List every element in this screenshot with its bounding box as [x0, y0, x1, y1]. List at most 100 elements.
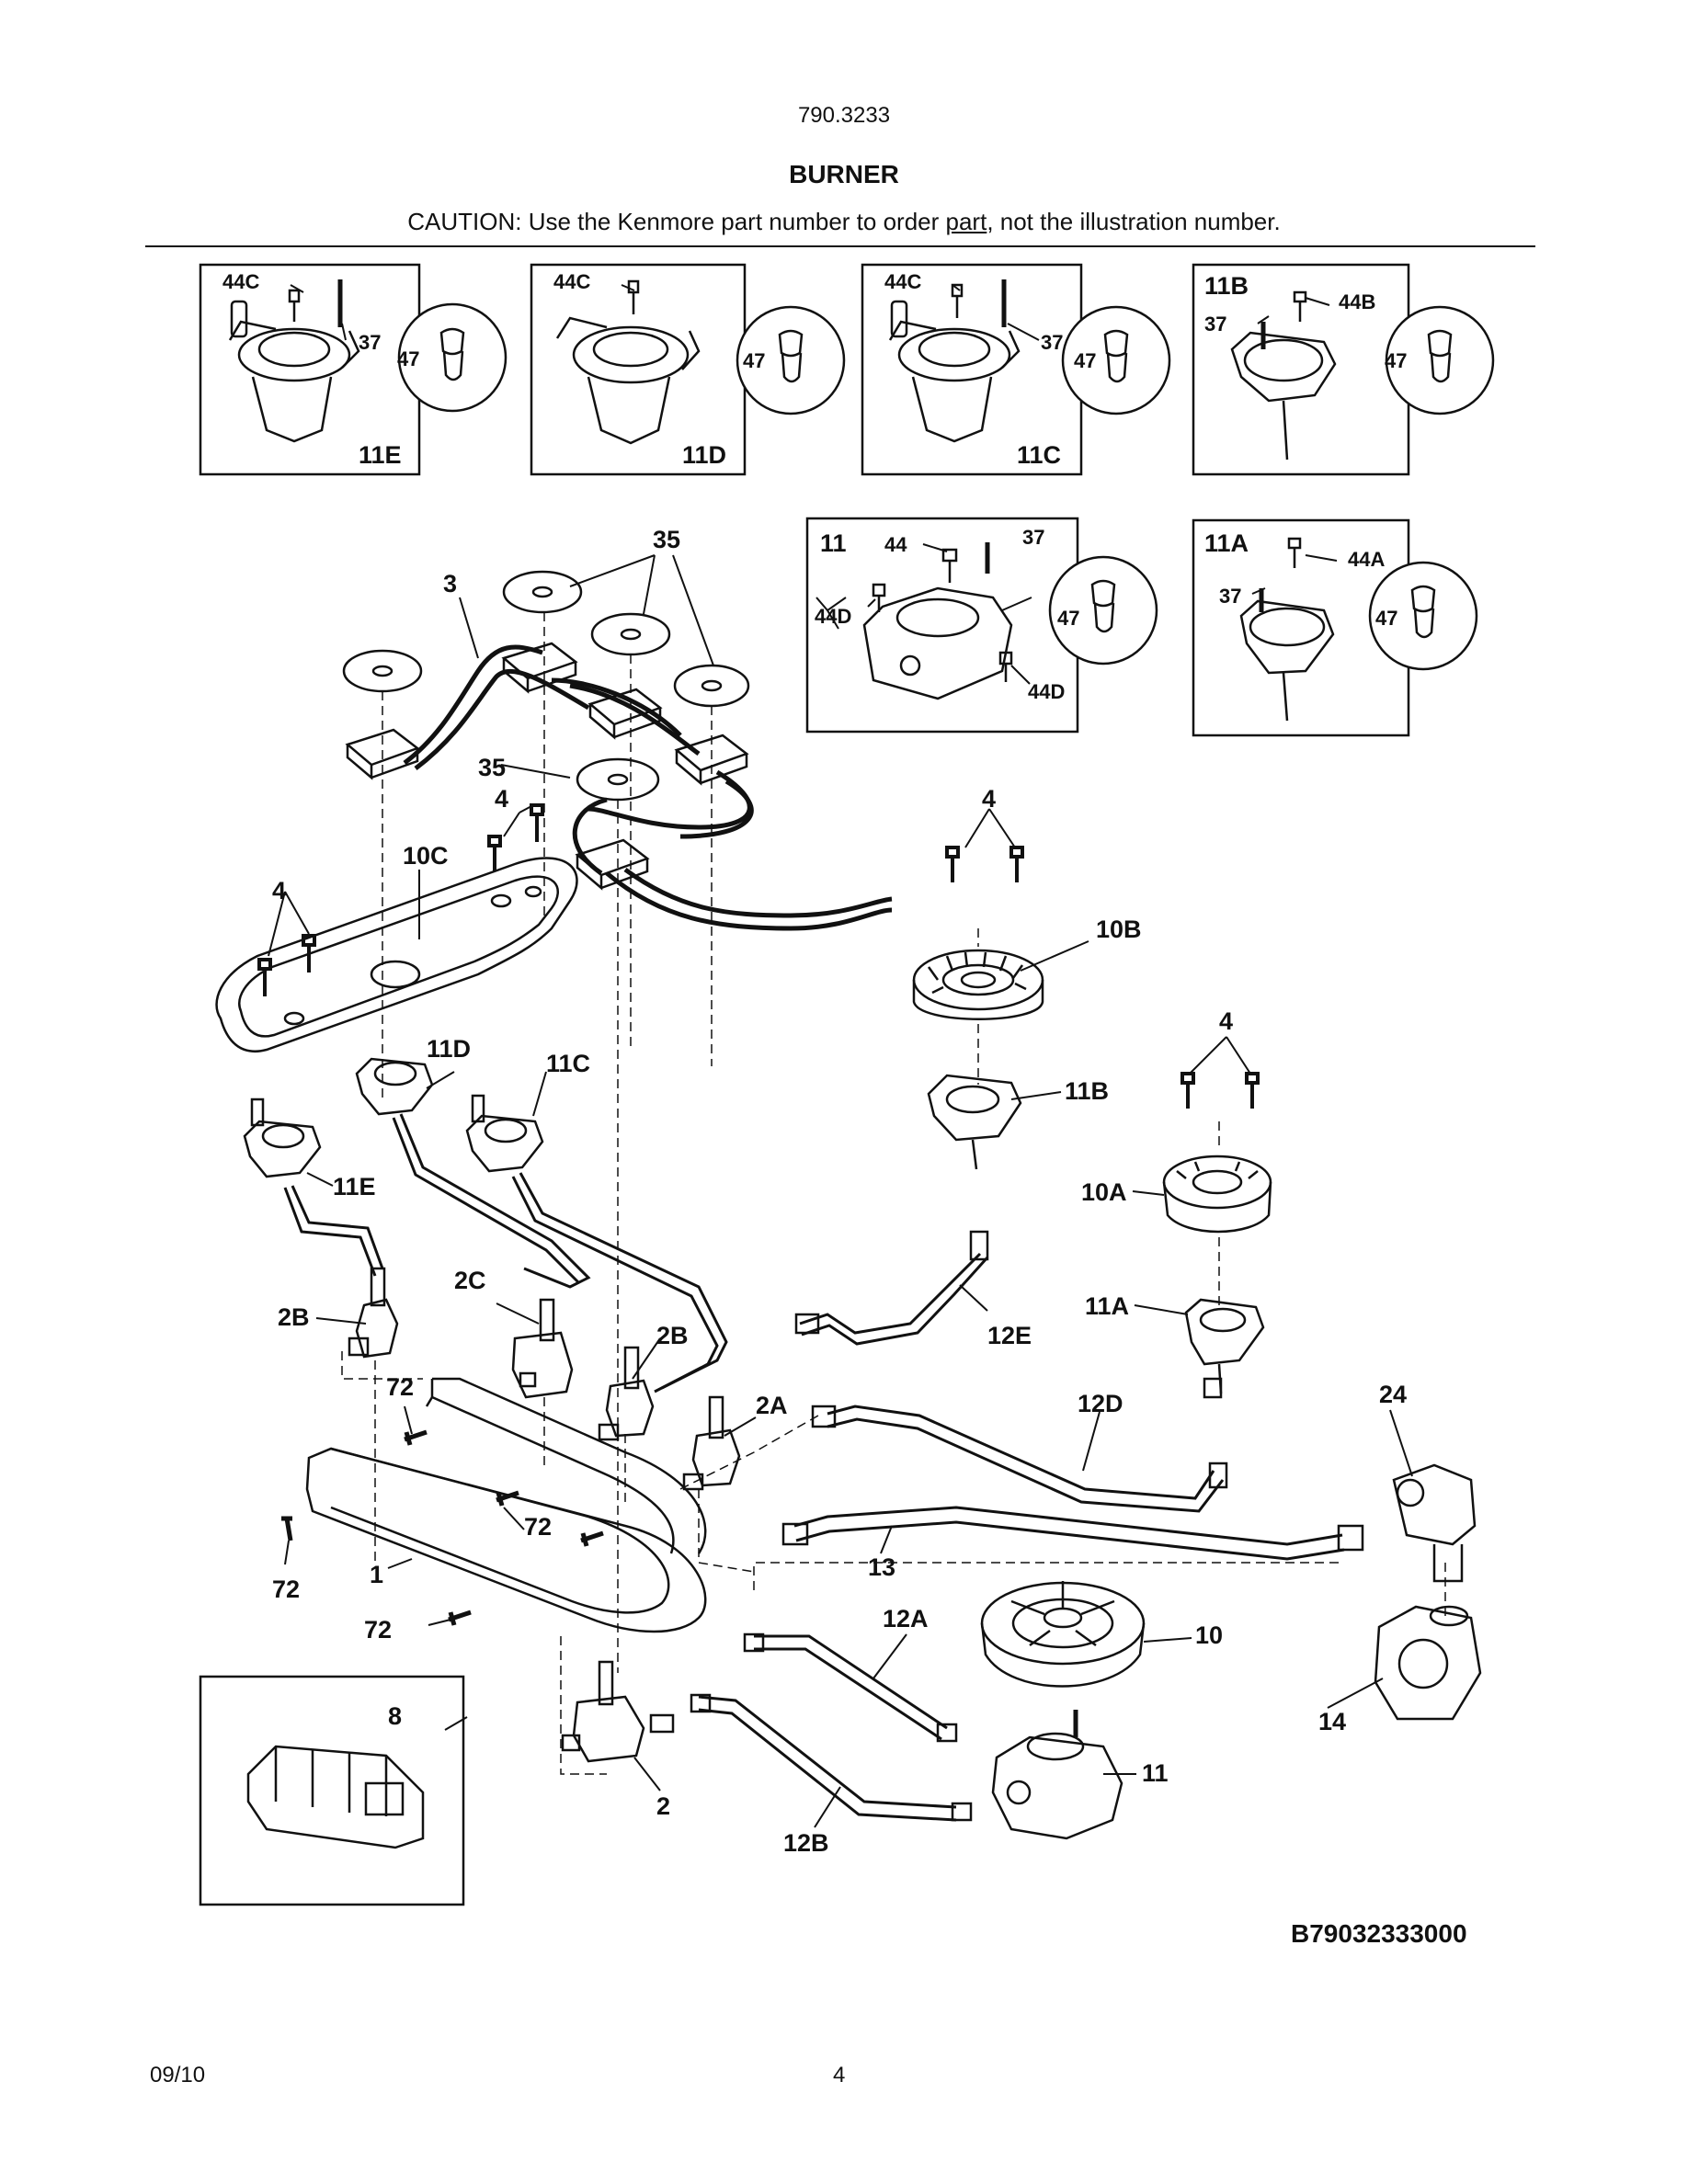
label-inset-11a-37: 37 [1219, 585, 1241, 608]
label-inset-11a: 11A [1204, 529, 1249, 557]
callout-labels: 44C 37 47 11E 44C 47 11D 44C 37 47 11C 1… [222, 270, 1407, 1857]
burner-base-11d [355, 1057, 434, 1116]
label-spark-module-8: 8 [388, 1702, 402, 1730]
inset-11a-burner-body [1249, 607, 1326, 647]
burner-10a [1162, 1155, 1272, 1234]
label-2b-right: 2B [656, 1322, 689, 1349]
label-inset-11: 11 [820, 529, 847, 557]
tube-12e [799, 1252, 982, 1335]
model-number: 790.3233 [797, 103, 891, 128]
inset-11d-orifice-circle [736, 305, 846, 415]
label-inset-11e: 11E [359, 441, 402, 469]
label-inset-11b-47: 47 [1385, 349, 1407, 372]
inset-11e-orifice-circle [397, 302, 508, 413]
tube-13 [793, 1506, 1343, 1546]
label-72-lower: 72 [364, 1616, 392, 1644]
label-13: 13 [868, 1553, 895, 1581]
caution-note: CAUTION: Use the Kenmore part number to … [0, 208, 1688, 236]
burner-10 [980, 1581, 1146, 1688]
elbow-fitting-24 [1392, 1463, 1477, 1583]
label-10b: 10B [1096, 916, 1142, 943]
tube-11e [291, 1185, 384, 1269]
valve-2c [511, 1298, 574, 1399]
ignition-wire-harness [403, 644, 893, 931]
caution-text-start: CAUTION: Use the Kenmore part number to … [407, 208, 946, 235]
label-valve-2: 2 [656, 1792, 670, 1820]
label-12b: 12B [783, 1829, 829, 1857]
label-inset-11d: 11D [682, 441, 726, 469]
label-72-left: 72 [272, 1575, 300, 1603]
alignment-lines [341, 612, 1446, 1775]
inset-11b-burner-body [1243, 338, 1324, 382]
gas-tubes [283, 1113, 1345, 1822]
footer-date: 09/10 [150, 2063, 206, 2087]
label-inset-11b-44b: 44B [1339, 290, 1375, 313]
label-inset-11a-44a: 44A [1348, 548, 1385, 571]
page-title: BURNER [789, 160, 899, 188]
burner-base-11a [1184, 1298, 1265, 1394]
burner-base-11b [927, 1074, 1022, 1170]
burner-10b [912, 949, 1044, 1020]
electrode-block-3 [674, 734, 749, 786]
inset-8 [199, 1675, 465, 1906]
label-inset-11d-47: 47 [743, 349, 765, 372]
label-inset-11c-47: 47 [1074, 349, 1096, 372]
label-11d: 11D [427, 1035, 471, 1063]
inset-11a-orifice-circle [1368, 561, 1478, 671]
label-4-top: 4 [495, 785, 508, 813]
tube-fittings [690, 1230, 1364, 1822]
label-inset-11e-47: 47 [397, 347, 419, 370]
inset-11 [805, 517, 1158, 734]
label-35-top: 35 [653, 526, 680, 553]
inset-11c [861, 263, 1171, 476]
inset-11e-burner-head [237, 327, 351, 382]
label-10a: 10A [1081, 1178, 1127, 1206]
footer-page-number: 4 [833, 2063, 846, 2087]
label-2a: 2A [756, 1392, 788, 1419]
spark-module-body [246, 1745, 425, 1849]
leader-lines [268, 284, 1413, 1828]
inset-11d-burner-head [572, 325, 690, 384]
burner-cap-2 [590, 612, 671, 656]
valve-2b-right [598, 1346, 655, 1441]
label-11c: 11C [546, 1050, 590, 1077]
header-rule [145, 245, 1535, 247]
label-4-right: 4 [982, 785, 996, 813]
label-12e: 12E [987, 1322, 1032, 1349]
label-11: 11 [1142, 1759, 1169, 1787]
burner-base-11 [991, 1710, 1123, 1840]
burner-cap-5 [576, 757, 660, 802]
label-inset-11-37: 37 [1022, 526, 1044, 549]
burner-cap-4 [342, 649, 423, 693]
label-inset-11c-37: 37 [1041, 331, 1063, 354]
label-4-left: 4 [272, 877, 286, 904]
label-72-middle: 72 [524, 1513, 552, 1541]
inset-11-orifice-circle [1048, 555, 1158, 665]
label-14: 14 [1318, 1708, 1346, 1735]
label-2b-left: 2B [278, 1303, 310, 1331]
label-12d: 12D [1078, 1390, 1123, 1417]
manifold-1 [305, 1377, 707, 1633]
label-10: 10 [1195, 1621, 1223, 1649]
label-inset-11e-44c: 44C [222, 270, 259, 293]
inset-11c-burner-head [897, 327, 1011, 382]
inset-11b-orifice-circle [1385, 305, 1495, 415]
label-inset-11d-44c: 44C [553, 270, 590, 293]
label-inset-11c: 11C [1017, 441, 1061, 469]
label-inset-11a-47: 47 [1375, 607, 1397, 630]
label-inset-11-47: 47 [1057, 607, 1079, 630]
label-inset-11b-37: 37 [1204, 313, 1226, 336]
label-inset-11c-44c: 44C [884, 270, 921, 293]
label-12a: 12A [883, 1605, 929, 1632]
label-72-upper: 72 [386, 1373, 414, 1401]
inset-11a [1192, 518, 1478, 737]
label-inset-11b: 11B [1204, 272, 1249, 300]
caution-underlined-word: part [945, 208, 987, 235]
tube-11d [399, 1113, 591, 1289]
label-11e: 11E [333, 1173, 376, 1200]
caution-text-end: , not the illustration number. [987, 208, 1281, 235]
burner-cap-1 [502, 570, 583, 614]
tube-12a [754, 1634, 948, 1730]
burner-base-11c [465, 1094, 544, 1173]
